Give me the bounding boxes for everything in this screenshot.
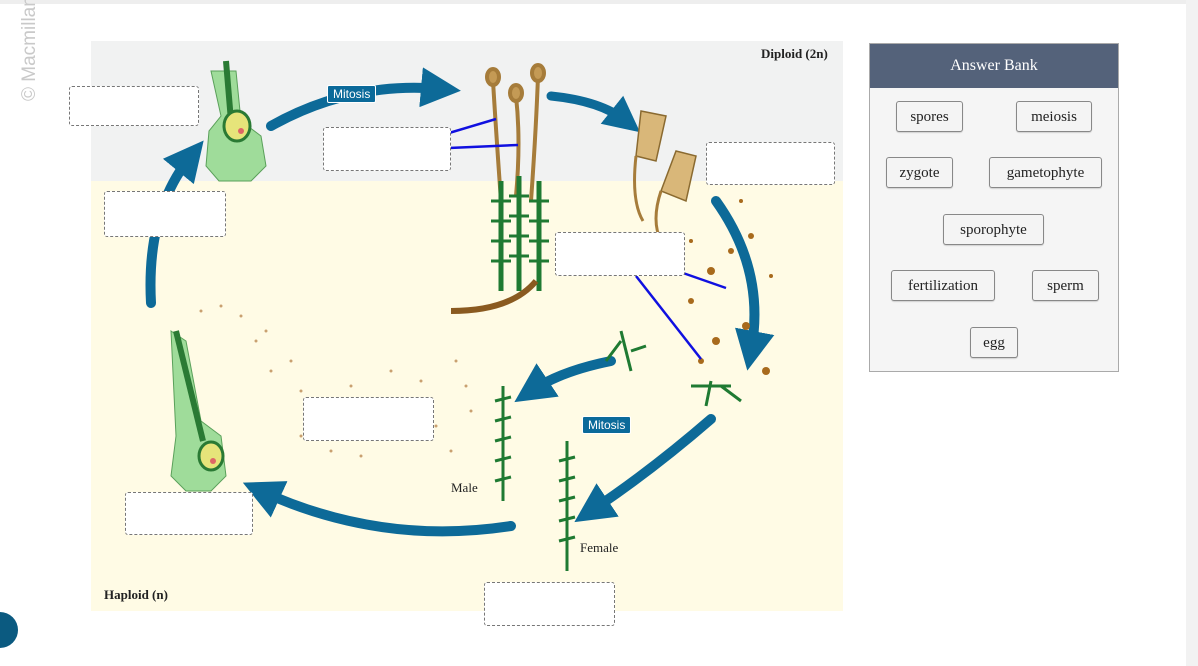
drop-zone-1[interactable] (69, 86, 199, 126)
haploid-label: Haploid (n) (104, 587, 168, 602)
female-gametophyte (558, 441, 576, 571)
spore-capsules (633, 110, 697, 242)
answer-chip-spores[interactable]: spores (896, 101, 963, 132)
answer-chip-zygote[interactable]: zygote (886, 157, 953, 188)
leafy-gametophyte (450, 176, 549, 314)
top-border (0, 0, 1198, 4)
answer-chip-sporophyte[interactable]: sporophyte (943, 214, 1044, 245)
drop-zone-8[interactable] (484, 582, 615, 626)
answer-bank: Answer Bank spores meiosis zygote gameto… (869, 43, 1119, 372)
archegonium-with-zygote (205, 60, 267, 182)
leader-lines (448, 117, 727, 360)
male-label: Male (451, 480, 478, 495)
female-label: Female (580, 540, 619, 555)
drop-zone-6[interactable] (303, 397, 434, 441)
archegonium-with-egg (170, 330, 227, 492)
drop-zone-7[interactable] (125, 492, 253, 535)
drop-zone-3[interactable] (706, 142, 835, 185)
answer-chip-gametophyte[interactable]: gametophyte (989, 157, 1102, 188)
spores (688, 199, 773, 375)
scrollbar[interactable] (1186, 0, 1198, 666)
answer-chip-egg[interactable]: egg (970, 327, 1018, 358)
mitosis-label-middle: Mitosis (582, 416, 632, 434)
answer-chip-meiosis[interactable]: meiosis (1016, 101, 1092, 132)
answer-chip-fertilization[interactable]: fertilization (891, 270, 995, 301)
help-button[interactable] (0, 612, 18, 648)
answer-chip-sperm[interactable]: sperm (1032, 270, 1099, 301)
diploid-label: Diploid (2n) (761, 46, 828, 61)
sporophyte-plant (485, 63, 546, 202)
drop-zone-2[interactable] (323, 127, 451, 171)
answer-bank-title: Answer Bank (870, 44, 1118, 88)
male-gametophyte (494, 386, 512, 501)
protonema (604, 330, 742, 407)
drop-zone-4[interactable] (104, 191, 226, 237)
mitosis-label-top: Mitosis (327, 85, 377, 103)
drop-zone-5[interactable] (555, 232, 685, 276)
watermark: © Macmillan Learning (19, 0, 40, 101)
